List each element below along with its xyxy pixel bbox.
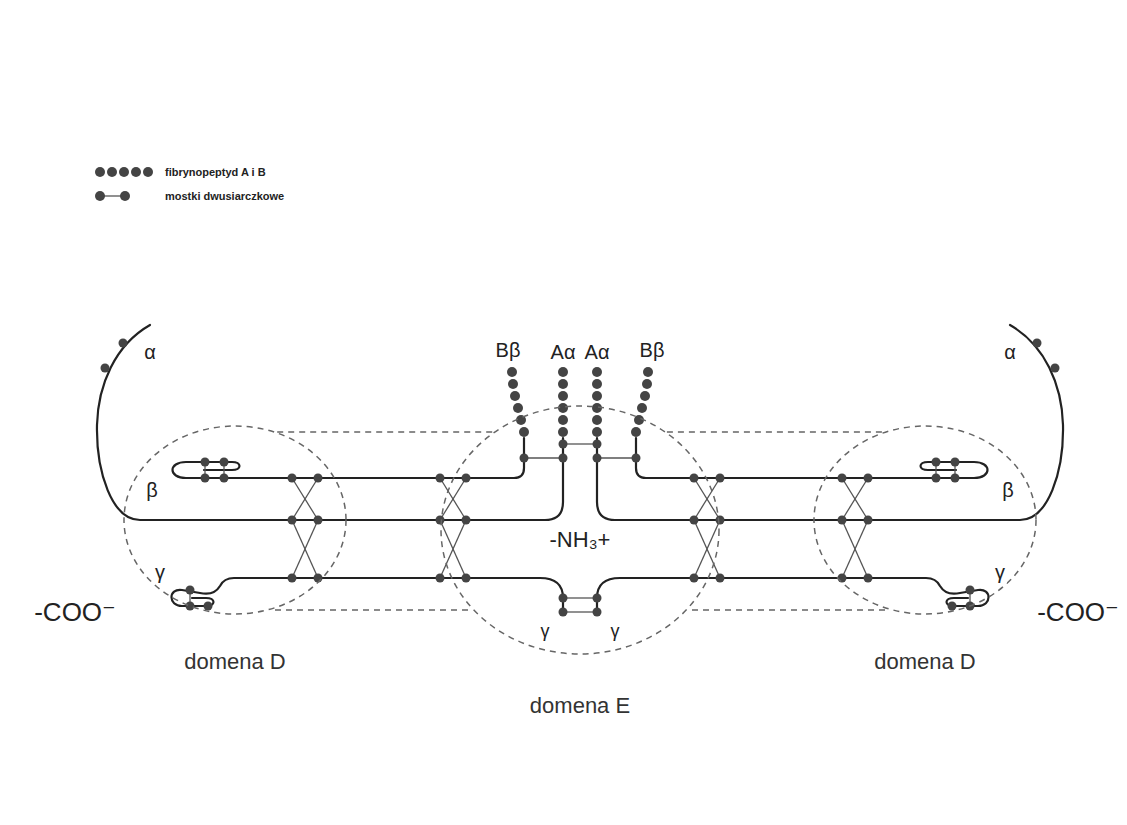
chain-label: γ	[993, 561, 1007, 583]
domain-outline	[123, 425, 347, 615]
right-half	[580, 325, 1063, 617]
domain-link	[277, 431, 493, 433]
domain-label: domena E	[530, 693, 630, 719]
chain-label: Bβ	[494, 339, 523, 361]
chain-label: -COO⁻	[32, 598, 118, 627]
chain-label: α	[142, 341, 158, 363]
legend-text: fibrynopeptyd A i B	[165, 166, 266, 178]
legend-samples	[95, 167, 153, 201]
chain-label: β	[144, 479, 160, 501]
legend-text: mostki dwusiarczkowe	[165, 190, 284, 202]
chain-label: γ	[153, 561, 167, 583]
domain-link	[667, 431, 883, 433]
chain-label: Aα	[583, 341, 612, 363]
chain-label: -COO⁻	[1035, 598, 1121, 627]
domain-outline	[813, 425, 1037, 615]
domain-region: domena D	[813, 425, 1037, 615]
left-half	[97, 325, 580, 617]
domain-label: domena D	[874, 649, 976, 675]
chain-label: γ	[539, 622, 552, 642]
chain-label: γ	[609, 622, 622, 642]
chain-label: Aα	[549, 341, 578, 363]
chain-label: α	[1002, 341, 1018, 363]
chain-label: -NH₃+	[548, 528, 613, 552]
chain-label: Bβ	[638, 339, 667, 361]
domain-region: domena D	[123, 425, 347, 615]
chain-label: β	[1000, 479, 1016, 501]
domain-label: domena D	[184, 649, 286, 675]
